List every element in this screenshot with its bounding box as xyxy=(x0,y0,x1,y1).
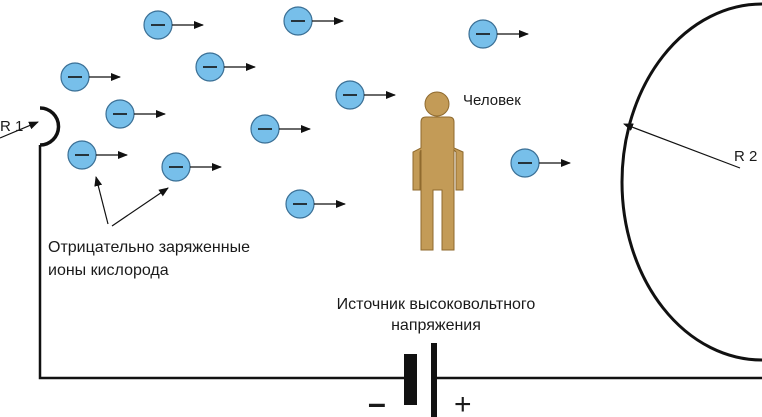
ions-label-line2: ионы кислорода xyxy=(48,262,169,279)
oxygen-ion xyxy=(335,80,396,110)
r1-pointer-arrow xyxy=(0,121,39,139)
ions-group xyxy=(60,6,571,219)
ion-callout-arrow-1 xyxy=(94,176,109,225)
r2-pointer-arrow xyxy=(623,123,741,169)
oxygen-ion xyxy=(105,99,166,129)
oxygen-ion xyxy=(67,140,128,170)
person-label: Человек xyxy=(463,92,521,109)
r1-label: R 1 xyxy=(0,118,23,135)
oxygen-ion xyxy=(283,6,344,36)
oxygen-ion xyxy=(143,10,204,40)
oxygen-ion xyxy=(468,19,529,49)
person-head xyxy=(424,91,450,117)
oxygen-ion xyxy=(60,62,121,92)
plus-sign: + xyxy=(454,388,472,417)
oxygen-ion xyxy=(250,114,311,144)
circuit-wire-left xyxy=(38,145,405,380)
small-electrode xyxy=(39,106,61,147)
source-label-line1: Источник высоковольтного xyxy=(337,296,536,313)
ions-label-line1: Отрицательно заряженные xyxy=(48,239,250,256)
source-label-line2: напряжения xyxy=(391,317,481,334)
battery-negative-plate xyxy=(404,354,417,405)
minus-sign: – xyxy=(368,385,386,417)
large-electrode xyxy=(620,2,762,362)
oxygen-ion xyxy=(161,152,222,182)
ion-callout-arrow-2 xyxy=(111,187,169,227)
oxygen-ion xyxy=(510,148,571,178)
person-body xyxy=(412,116,464,251)
r2-label: R 2 xyxy=(734,148,757,165)
battery-positive-plate xyxy=(431,343,437,417)
person-figure xyxy=(412,91,464,251)
oxygen-ion xyxy=(195,52,256,82)
oxygen-ion xyxy=(285,189,346,219)
